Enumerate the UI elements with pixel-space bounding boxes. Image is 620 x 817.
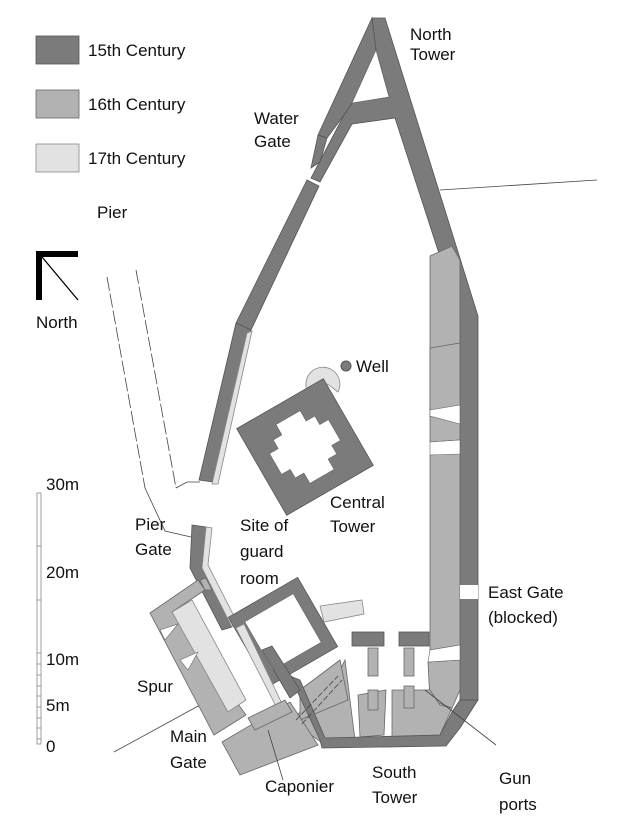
well-label: Well: [356, 357, 389, 376]
guard-room-annex: [319, 599, 365, 623]
well-icon: [340, 360, 352, 372]
scale-tick-0: 0: [46, 737, 55, 756]
south-tower-label-1: South: [372, 763, 416, 782]
spur: [149, 577, 247, 736]
east-wall-lining: [427, 245, 478, 709]
east-gate-label-2: (blocked): [488, 608, 558, 627]
pier-gate-label-1: Pier: [135, 515, 166, 534]
scale-tick-30m: 30m: [46, 475, 79, 494]
main-gate-label-2: Gate: [170, 753, 207, 772]
north-arrow-icon: [36, 251, 79, 301]
pier-outline: [106, 179, 598, 753]
legend-swatch-15th: [35, 35, 80, 65]
legend-label-15th: 15th Century: [88, 41, 186, 60]
water-gate-label-1: Water: [254, 109, 299, 128]
north-tower-label-2: Tower: [410, 45, 456, 64]
pier-gate-label-2: Gate: [135, 540, 172, 559]
main-gate-label-1: Main: [170, 727, 207, 746]
gun-ports-label-1: Gun: [499, 769, 531, 788]
north-tower-label-1: North: [410, 25, 452, 44]
gun-ports-label-2: ports: [499, 795, 537, 814]
legend: 15th Century 16th Century 17th Century: [35, 35, 186, 173]
scale-tick-20m: 20m: [46, 563, 79, 582]
east-gate-label-1: East Gate: [488, 583, 564, 602]
south-bailey: [221, 631, 497, 781]
south-tower-label-2: Tower: [372, 788, 418, 807]
guard-room-label-3: room: [240, 569, 279, 588]
pier-label: Pier: [97, 203, 128, 222]
legend-swatch-17th: [35, 143, 80, 173]
legend-swatch-16th: [35, 89, 80, 119]
legend-label-16th: 16th Century: [88, 95, 186, 114]
north-label: North: [36, 313, 78, 332]
spur-label: Spur: [137, 677, 173, 696]
guard-room-label-1: Site of: [240, 516, 288, 535]
north-curtain-walls: [198, 16, 479, 701]
central-tower: [236, 378, 374, 516]
caponier-label: Caponier: [265, 777, 334, 796]
scale-bar: 30m 20m 10m 5m 0: [36, 475, 79, 756]
central-tower-label-1: Central: [330, 493, 385, 512]
central-tower-label-2: Tower: [330, 517, 376, 536]
scale-tick-5m: 5m: [46, 696, 70, 715]
legend-label-17th: 17th Century: [88, 149, 186, 168]
water-gate-label-2: Gate: [254, 132, 291, 151]
scale-tick-10m: 10m: [46, 650, 79, 669]
guard-room-label-2: guard: [240, 542, 283, 561]
